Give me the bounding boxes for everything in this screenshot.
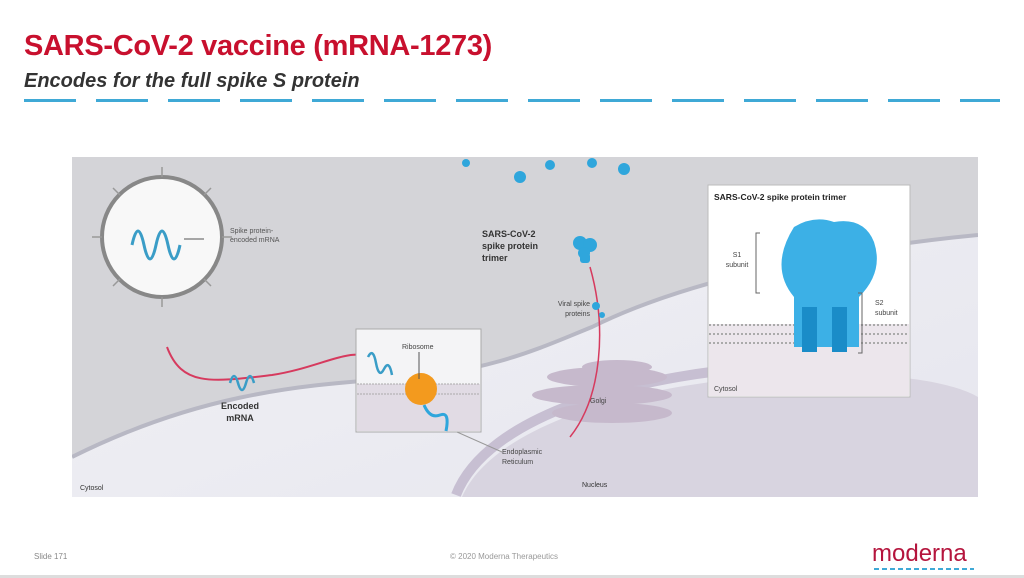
- slide-title: SARS-CoV-2 vaccine (mRNA-1273): [24, 30, 493, 62]
- bottom-bar: [0, 575, 1024, 578]
- ribosome: [405, 373, 437, 405]
- moderna-logo: moderna: [872, 540, 967, 567]
- label-viral-spike-2: proteins: [565, 311, 590, 318]
- inset-label-cytosol: Cytosol: [714, 386, 738, 393]
- label-trimer-3: trimer: [482, 253, 508, 263]
- label-encoded-mrna: Encoded: [221, 401, 259, 411]
- slide-number: Slide 171: [34, 552, 68, 561]
- golgi: [532, 360, 672, 423]
- label-er: Endoplasmic: [502, 449, 543, 456]
- label-ribosome: Ribosome: [402, 344, 434, 351]
- mrna-strand: [166, 346, 363, 381]
- label-s1: S1: [733, 252, 742, 259]
- er-leader-line: [456, 431, 503, 453]
- label-spike-mrna-2: encoded mRNA: [230, 237, 280, 244]
- label-viral-spike: Viral spike: [558, 301, 590, 308]
- label-trimer-2: spike protein: [482, 241, 538, 251]
- label-spike-mrna: Spike protein-: [230, 228, 274, 235]
- label-s1-2: subunit: [726, 262, 749, 269]
- label-s2: S2: [875, 300, 884, 307]
- copyright: © 2020 Moderna Therapeutics: [450, 552, 559, 561]
- label-cytosol: Cytosol: [80, 485, 104, 492]
- label-er-2: Reticulum: [502, 459, 533, 466]
- label-encoded-mrna-2: mRNA: [226, 413, 254, 423]
- spike-trimer-icon: [462, 158, 630, 318]
- inset-title: SARS-CoV-2 spike protein trimer: [714, 192, 847, 202]
- encoded-mrna-squiggle: [228, 374, 256, 392]
- label-golgi: Golgi: [590, 398, 607, 405]
- ribosome-inset: [355, 328, 482, 433]
- logo-dashes: [874, 568, 974, 570]
- slide-subtitle: Encodes for the full spike S protein: [24, 70, 360, 92]
- nucleus: [462, 374, 978, 497]
- label-nucleus: Nucleus: [582, 482, 608, 489]
- mrna-vaccine-diagram: Spike protein- encoded mRNA Encoded mRNA…: [72, 157, 978, 497]
- dashed-divider: [24, 99, 1000, 102]
- lipid-nanoparticle: [92, 167, 232, 307]
- label-s2-2: subunit: [875, 310, 898, 317]
- spike-trimer-inset: [707, 184, 911, 398]
- label-trimer: SARS-CoV-2: [482, 229, 536, 239]
- protein-transport-path: [569, 266, 601, 438]
